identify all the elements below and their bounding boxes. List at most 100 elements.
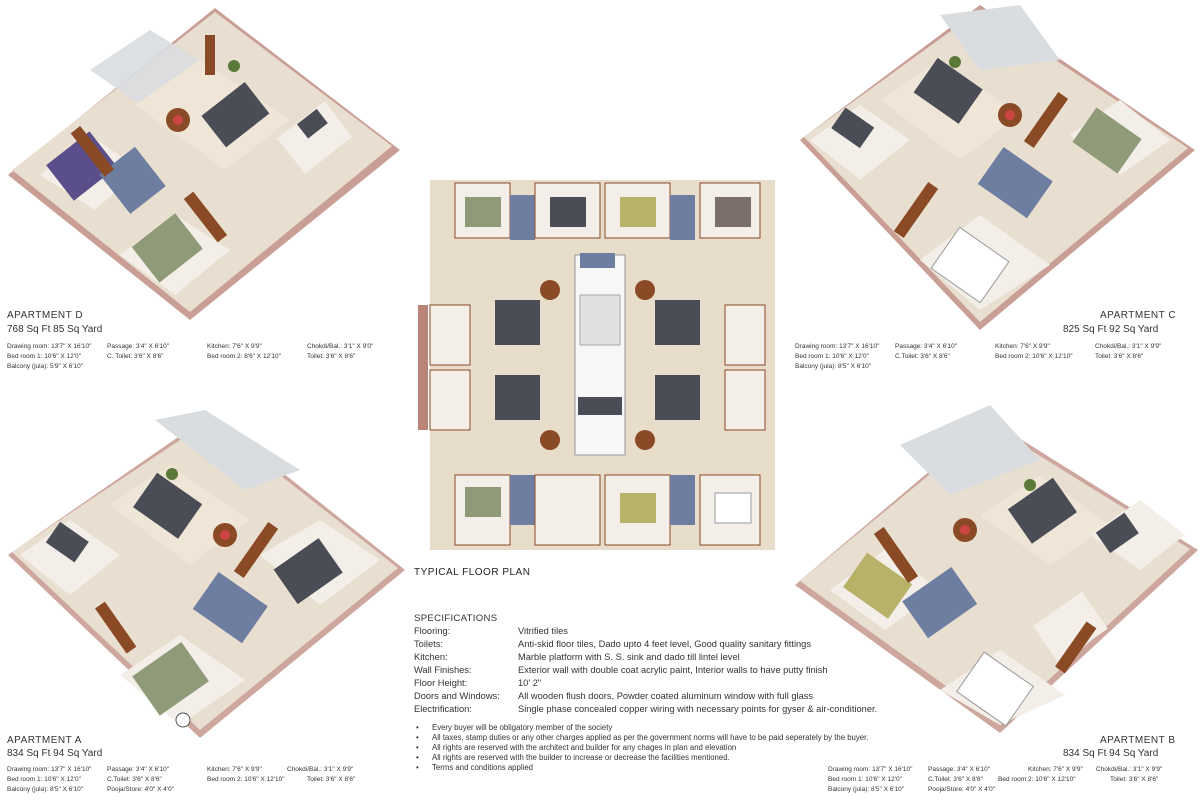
dim-kitchen: Kitchen: 7'6" X 9'9" (995, 343, 1050, 350)
spec-value: All wooden flush doors, Powder coated al… (518, 691, 814, 701)
dim-toilet: Toilet: 3'6" X 8'6" (1110, 776, 1159, 783)
apartment-a-render (0, 410, 410, 740)
typical-floor-plan-illustration (418, 180, 775, 550)
bullet-icon: • (416, 753, 419, 762)
spec-key: Flooring: (414, 626, 451, 636)
dim-drawing-room: Drawing room: 13'7" X 16'10" (7, 766, 92, 773)
dim-bed-room-2: Bed room 2: 10'6" X 12'10" (998, 776, 1076, 783)
apartment-c-dimensions: Drawing room: 13'7" X 16'10" Passage: 3'… (795, 342, 1195, 374)
dim-toilet: Toilet: 3'6" X 8'6" (1095, 353, 1144, 360)
dim-kitchen: Kitchen: 7'6" X 9'9" (207, 343, 262, 350)
spec-value: Exterior wall with double coat acrylic p… (518, 665, 828, 675)
dim-toilet: Toilet: 3'6" X 8'6" (307, 776, 356, 783)
typical-floor-plan-render (410, 175, 785, 555)
apartment-c-render (790, 0, 1200, 330)
apartment-b-dimensions: Drawing room: 13'7" X 16'10" Passage: 3'… (828, 765, 1198, 797)
dim-drawing-room: Drawing room: 13'7" X 16'10" (795, 343, 880, 350)
dim-chokdi: Chokdi/Bal.: 3'1" X 9'9" (287, 766, 354, 773)
dim-balcony: Balcony (jula): 8'5" X 6'10" (7, 786, 84, 793)
dim-bed-room-2: Bed room 2: 10'6" X 12'10" (995, 353, 1073, 360)
dim-kitchen: Kitchen: 7'6" X 9'9" (1028, 766, 1083, 773)
apartment-a-plan-illustration (8, 410, 405, 738)
spec-row-doors-windows: Doors and Windows: All wooden flush door… (414, 690, 974, 703)
note-item: • All taxes, stamp duties or any other ch… (414, 733, 974, 743)
specifications-heading: SPECIFICATIONS (414, 613, 498, 624)
spec-value: 10' 2" (518, 678, 542, 688)
note-text: All rights are reserved with the archite… (432, 743, 737, 752)
apartment-b-plan-illustration (795, 405, 1198, 733)
terms-notes: • Every buyer will be obligatory member o… (414, 723, 974, 773)
dim-c-toilet: C.Toilet: 3'6" X 8'6" (928, 776, 983, 783)
spec-key: Electrification: (414, 704, 472, 714)
apartment-d-area: 768 Sq Ft 85 Sq Yard (7, 324, 103, 335)
dim-passage: Passage: 3'4" X 6'10" (928, 766, 991, 773)
spec-key: Wall Finishes: (414, 665, 472, 675)
dim-balcony: Balcony (jula): 8'5" X 6'10" (828, 786, 905, 793)
dim-chokdi: Chokdi/Bal.: 3'1" X 9'9" (1095, 343, 1162, 350)
dim-balcony: Balcony (jula): 8'5" X 6'10" (795, 363, 872, 370)
dim-pooja-store: Pooja/Store: 4'0" X 4'0" (928, 786, 996, 793)
dim-bed-room-1: Bed room 1: 10'6" X 12'0" (7, 353, 81, 360)
apartment-d-dimensions: Drawing room: 13'7" X 16'10" Passage: 3'… (7, 342, 407, 374)
apartment-b-render (790, 405, 1200, 735)
bullet-icon: • (416, 723, 419, 732)
apartment-d-render (0, 0, 410, 330)
dim-chokdi: Chokdi/Bal.: 3'1" X 9'0" (307, 343, 374, 350)
apartment-a-title: APARTMENT A (7, 735, 82, 746)
dim-c-toilet: C. Toilet: 3'6" X 8'6" (107, 353, 164, 360)
spec-row-wall-finishes: Wall Finishes: Exterior wall with double… (414, 664, 974, 677)
note-text: All taxes, stamp duties or any other cha… (432, 733, 869, 742)
apartment-d-title: APARTMENT D (7, 310, 84, 321)
spec-key: Kitchen: (414, 652, 448, 662)
spec-key: Toilets: (414, 639, 443, 649)
dim-passage: Passage: 3'4" X 6'10" (107, 343, 170, 350)
note-text: Every buyer will be obligatory member of… (432, 723, 613, 732)
dim-c-toilet: C.Toilet: 3'6" X 8'6" (895, 353, 950, 360)
dim-passage: Passage: 3'4" X 6'10" (107, 766, 170, 773)
note-text: All rights are reserved with the builder… (432, 753, 730, 762)
note-text: Terms and conditions applied (432, 763, 533, 772)
spec-row-floor-height: Floor Height: 10' 2" (414, 677, 974, 690)
apartment-c-plan-illustration (800, 5, 1195, 330)
dim-chokdi: Chokdi/Bal.: 3'1" X 9'9" (1096, 766, 1163, 773)
dim-toilet: Toilet: 3'6" X 8'6" (307, 353, 356, 360)
spec-row-electrification: Electrification: Single phase concealed … (414, 703, 974, 716)
dim-bed-room-1: Bed room 1: 10'6" X 12'0" (795, 353, 869, 360)
spec-value: Marble platform with S. S. sink and dado… (518, 652, 740, 662)
dim-drawing-room: Drawing room: 13'7" X 16'10" (7, 343, 92, 350)
dim-passage: Passage: 3'4" X 6'10" (895, 343, 958, 350)
note-item: • All rights are reserved with the archit… (414, 743, 974, 753)
apartment-b-title: APARTMENT B (1100, 735, 1176, 746)
typical-floor-plan-label: TYPICAL FLOOR PLAN (414, 567, 531, 578)
spec-row-flooring: Flooring: Vitrified tiles (414, 625, 974, 638)
spec-row-kitchen: Kitchen: Marble platform with S. S. sink… (414, 651, 974, 664)
spec-value: Single phase concealed copper wiring wit… (518, 704, 878, 714)
spec-row-toilets: Toilets: Anti-skid floor tiles, Dado upt… (414, 638, 974, 651)
apartment-a-area: 834 Sq Ft 94 Sq Yard (7, 748, 103, 759)
apartment-c-area: 825 Sq Ft 92 Sq Yard (1063, 324, 1159, 335)
spec-key: Doors and Windows: (414, 691, 500, 701)
note-item: • Terms and conditions applied (414, 763, 974, 773)
dim-kitchen: Kitchen: 7'6" X 9'9" (207, 766, 262, 773)
note-item: • Every buyer will be obligatory member o… (414, 723, 974, 733)
bullet-icon: • (416, 763, 419, 772)
dim-balcony: Balcony (jula): 5'9" X 6'10" (7, 363, 84, 370)
dim-pooja-store: Pooja/Store: 4'0" X 4'0" (107, 786, 175, 793)
dim-bed-room-1: Bed room 1: 10'6" X 12'0" (828, 776, 902, 783)
apartment-a-dimensions: Drawing room: 13'7" X 16'10" Passage: 3'… (7, 765, 407, 797)
spec-value: Anti-skid floor tiles, Dado upto 4 feet … (518, 639, 812, 649)
spec-value: Vitrified tiles (518, 626, 568, 636)
specifications-block: SPECIFICATIONS Flooring: Vitrified tiles… (414, 612, 974, 716)
apartment-d-plan-illustration (8, 8, 400, 320)
dim-c-toilet: C.Toilet: 3'6" X 8'6" (107, 776, 162, 783)
bullet-icon: • (416, 733, 419, 742)
dim-bed-room-1: Bed room 1: 10'6" X 12'0" (7, 776, 81, 783)
dim-bed-room-2: Bed room 2: 10'6" X 12'10" (207, 776, 285, 783)
dim-bed-room-2: Bed room 2: 8'6" X 12'10" (207, 353, 281, 360)
bullet-icon: • (416, 743, 419, 752)
note-item: • All rights are reserved with the builde… (414, 753, 974, 763)
apartment-b-area: 834 Sq Ft 94 Sq Yard (1063, 748, 1159, 759)
dim-drawing-room: Drawing room: 13'7" X 16'10" (828, 766, 913, 773)
spec-key: Floor Height: (414, 678, 468, 688)
apartment-c-title: APARTMENT C (1100, 310, 1177, 321)
